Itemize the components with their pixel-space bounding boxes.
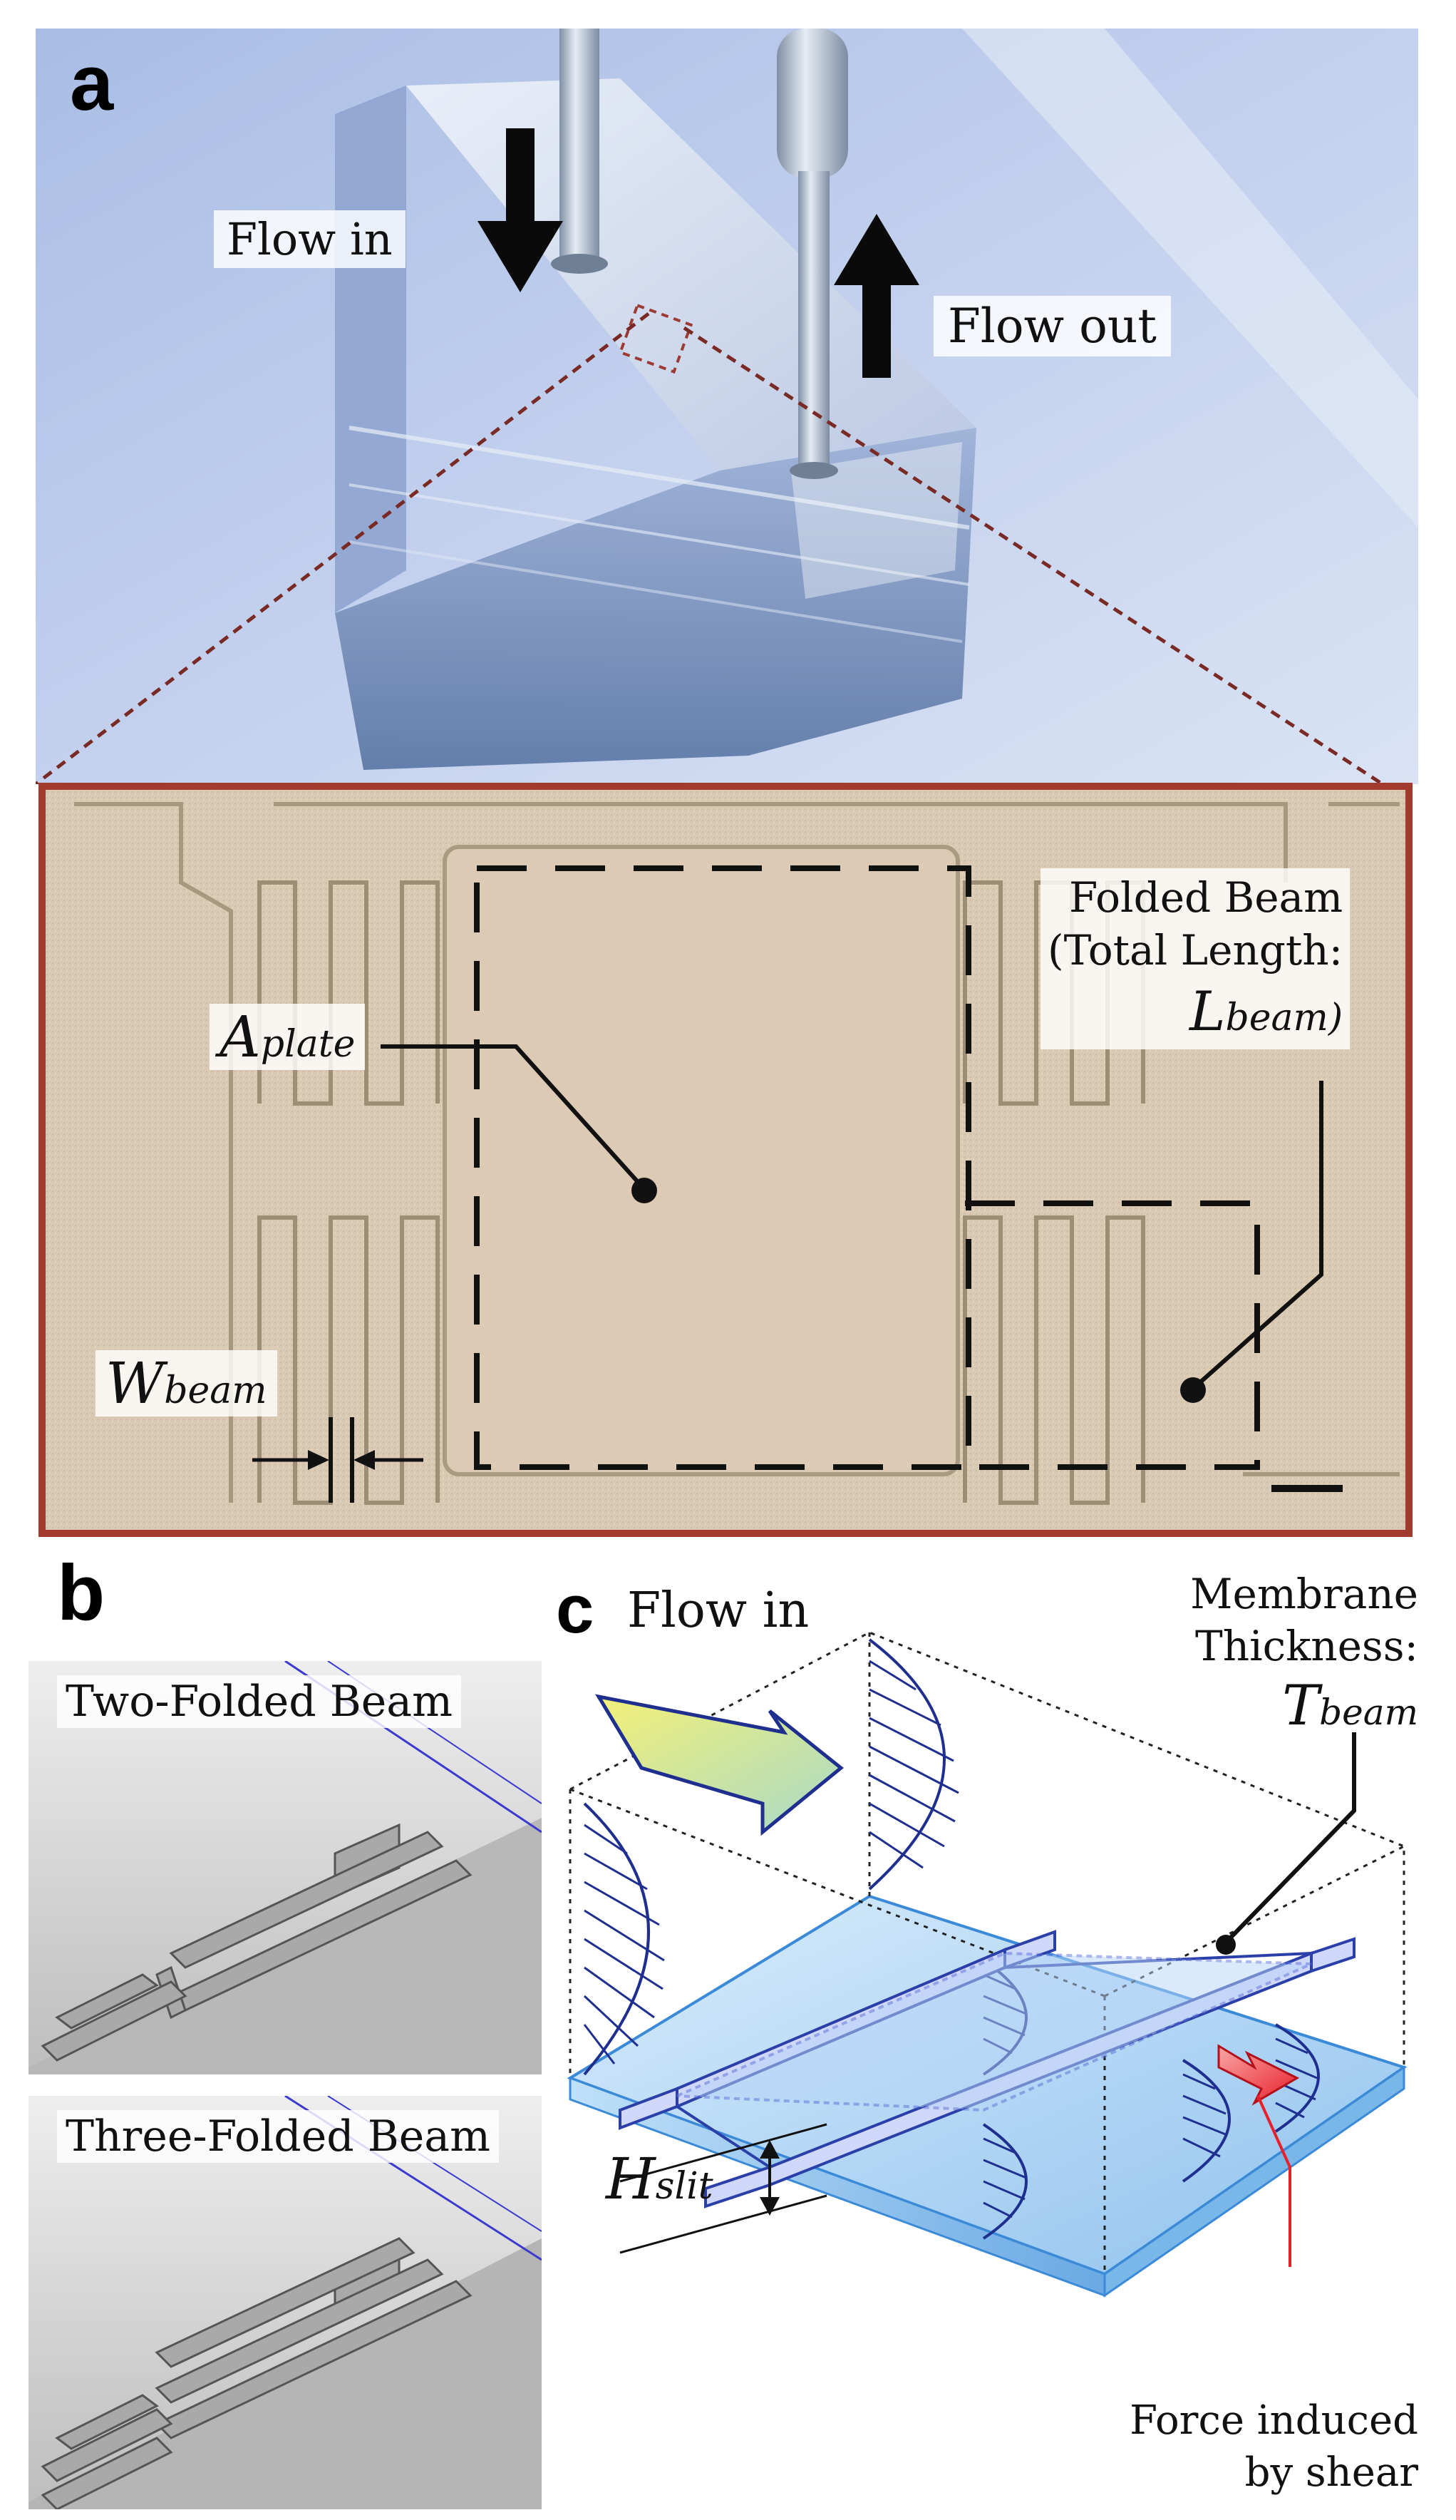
micrograph-image <box>46 790 1405 1530</box>
folded-beam-line1: Folded Beam <box>1069 873 1343 922</box>
panel-letter-c: c <box>556 1571 594 1647</box>
up-arrow-icon <box>834 214 919 378</box>
panel-letter-b: b <box>57 1549 105 1637</box>
flow-in-label: Flow in <box>214 210 406 268</box>
two-folded-render: Two-Folded Beam <box>29 1660 542 2074</box>
t-beam-label: Tbeam <box>1190 1672 1418 1742</box>
l-beam-main: L <box>1189 979 1226 1044</box>
two-folded-label: Two-Folded Beam <box>57 1675 461 1728</box>
a-plate-label: Aplate <box>210 1004 366 1070</box>
panel-b: b Two-Folded Beam <box>29 1549 549 2511</box>
l-beam-sub: beam) <box>1225 997 1343 1040</box>
force-line1: Force induced <box>1130 2397 1418 2444</box>
t-beam-sub: beam <box>1319 1692 1418 1733</box>
three-folded-render: Three-Folded Beam <box>29 2094 542 2511</box>
flow-out-label: Flow out <box>934 296 1171 356</box>
down-arrow-icon <box>477 128 563 292</box>
panel-c: c Flow in Membrane Thickness: Tbeam Hsli… <box>556 1554 1432 2509</box>
a-plate-main: A <box>220 1004 261 1070</box>
folded-beam-label: Folded Beam (Total Length: Lbeam) <box>1041 868 1351 1049</box>
membrane-label: Membrane Thickness: Tbeam <box>1190 1568 1418 1742</box>
flow-direction-arrow-icon <box>594 1694 844 1836</box>
three-folded-label: Three-Folded Beam <box>57 2110 499 2163</box>
w-beam-label: Wbeam <box>95 1350 277 1416</box>
t-beam-main: T <box>1282 1674 1320 1738</box>
force-line2: by shear <box>1244 2449 1418 2496</box>
l-beam-label: Lbeam) <box>1048 977 1343 1046</box>
folded-beam-line2: (Total Length: <box>1048 926 1343 975</box>
device-photo <box>34 29 1418 786</box>
flow-diagram <box>567 1631 1408 2298</box>
panel-letter-a: a <box>70 39 114 127</box>
membrane-line1: Membrane <box>1190 1570 1418 1618</box>
w-beam-sub: beam <box>164 1369 267 1412</box>
h-slit-main: H <box>606 2146 656 2212</box>
flow-in-label-c: Flow in <box>627 1583 810 1639</box>
a-plate-sub: plate <box>260 1023 356 1066</box>
force-arrow-icon <box>1217 2044 1300 2106</box>
panel-a-photo: a Flow in Flow out <box>34 29 1418 786</box>
membrane-line2: Thickness: <box>1195 1621 1418 1670</box>
h-slit-sub: slit <box>655 2165 713 2208</box>
w-beam-main: W <box>105 1350 165 1416</box>
micrograph-frame: Aplate Folded Beam (Total Length: Lbeam)… <box>38 783 1413 1537</box>
h-slit-label: Hslit <box>606 2146 713 2212</box>
force-label: Force induced by shear <box>1130 2395 1418 2499</box>
